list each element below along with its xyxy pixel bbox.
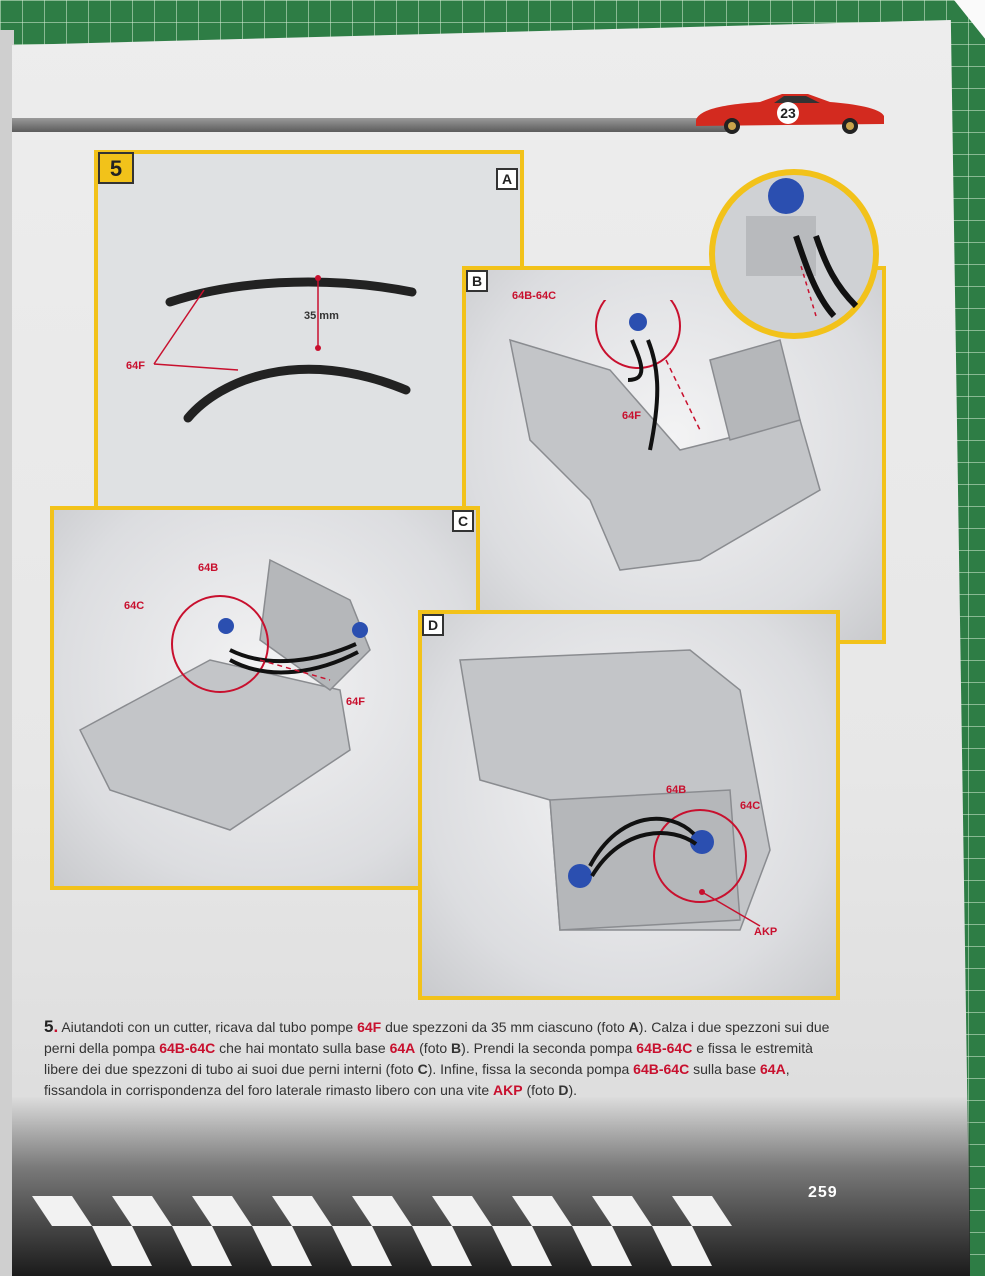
tube-pieces-drawing [153, 275, 417, 423]
car-number: 23 [780, 105, 796, 121]
callout-64b-64c-b: 64B-64C [512, 290, 557, 302]
callout-64f-b: 64F [622, 410, 641, 422]
page-number: 259 [808, 1184, 838, 1201]
checkered-flag-pattern [32, 1196, 732, 1266]
chassis-c-drawing [79, 558, 371, 831]
callout-64f-a: 64F [126, 360, 145, 372]
panel-d-letter: D [422, 614, 444, 636]
callout-35mm: 35 mm [304, 310, 339, 322]
header-rule [12, 118, 732, 132]
callout-64f-c: 64F [346, 696, 365, 708]
panel-b-letter: B [466, 270, 488, 292]
callout-64c-c: 64C [124, 600, 145, 612]
instruction-paragraph: 5. Aiutandoti con un cutter, ricava dal … [44, 1017, 830, 1098]
asphalt-footer-band [12, 1096, 970, 1276]
instruction-step-number: 5. [44, 1017, 59, 1036]
panel-a [94, 150, 524, 520]
chassis-b-drawing [509, 300, 821, 571]
page-binding-edge [0, 30, 14, 1276]
step-number-badge: 5 [98, 152, 134, 184]
callout-64b-d: 64B [666, 784, 687, 796]
panel-a-letter: A [496, 168, 518, 190]
callout-64c-d: 64C [740, 800, 761, 812]
callout-akp-d: AKP [754, 926, 778, 938]
chassis-d-drawing [459, 649, 771, 931]
race-car-illustration: 23 [696, 94, 884, 134]
callout-64b-c: 64B [198, 562, 219, 574]
zoom-detail-circle [709, 169, 879, 339]
panel-c-letter: C [452, 510, 474, 532]
